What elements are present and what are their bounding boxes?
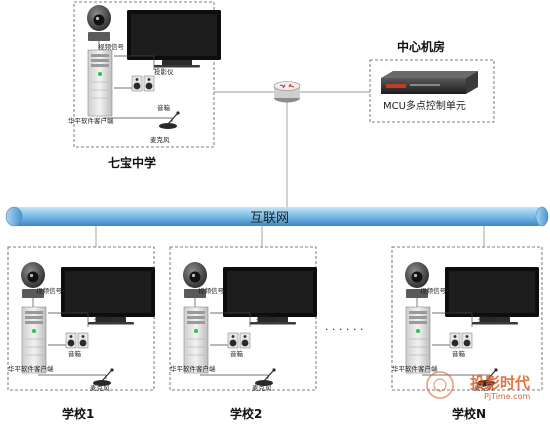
school-1-monitor-label: 投影仪 [94,314,114,323]
school-2-speaker-label: 音箱 [230,349,244,358]
school-1-frame [7,246,155,391]
school-2-group: 视频信号 投影仪 音箱 华平软件客户端 麦克风 [169,246,318,392]
center-title: 中心机房 [397,39,445,54]
school-1-pc-label: 华平软件客户端 [8,364,54,373]
school-2-name: 学校2 [230,406,262,421]
center-group: MCU多点控制单元 [369,59,495,123]
school-n-name: 学校N [452,406,486,421]
top-school-group: 视频信号 投影仪 音箱 华平软件客户端 麦克风 [68,1,222,148]
school-n-camera-label: 视频信号 [420,286,447,295]
router-icon [273,81,301,103]
top-school-speaker-label: 音箱 [157,103,171,112]
watermark: 投影时代 PjTime.com [426,371,530,401]
school-n-monitor-label: 投影仪 [478,314,498,323]
school-1-camera-label: 视频信号 [36,286,63,295]
center-frame [369,59,495,123]
top-school-camera-label: 视频信号 [98,42,125,51]
school-2-camera-label: 视频信号 [198,286,225,295]
school-1-speaker-label: 音箱 [68,349,82,358]
school-2-monitor-label: 投影仪 [256,314,276,323]
top-school-monitor-label: 投影仪 [154,67,174,76]
watermark-brand: 投影时代 [470,374,530,392]
school-n-group: 视频信号 投影仪 音箱 华平软件客户端 麦克风 [391,246,543,392]
mcu-device-icon [381,71,478,94]
school-n-speaker-label: 音箱 [452,349,466,358]
internet-label: 互联网 [250,211,289,226]
mcu-label: MCU多点控制单元 [383,99,466,112]
internet-pipe [5,206,549,227]
school-2-frame [169,246,317,391]
school-2-pc-label: 华平软件客户端 [170,364,216,373]
school-n-mic-label: 麦克风 [474,383,494,392]
watermark-logo-icon [426,371,454,399]
ellipsis: · · · · · · [325,323,363,336]
network-links [95,91,485,247]
school-1-mic-label: 麦克风 [90,383,110,392]
school-2-mic-label: 麦克风 [252,383,272,392]
school-n-frame [391,246,543,391]
top-school-frame [73,1,215,148]
top-school-pc-label: 华平软件客户端 [68,116,114,125]
watermark-url: PjTime.com [484,392,530,401]
top-school-mic-label: 麦克风 [150,135,170,144]
top-school-name: 七宝中学 [108,155,156,170]
school-1-name: 学校1 [62,406,94,421]
school-n-pc-label: 华平软件客户端 [392,364,438,373]
school-1-group: 视频信号 投影仪 音箱 华平软件客户端 麦克风 [7,246,156,392]
